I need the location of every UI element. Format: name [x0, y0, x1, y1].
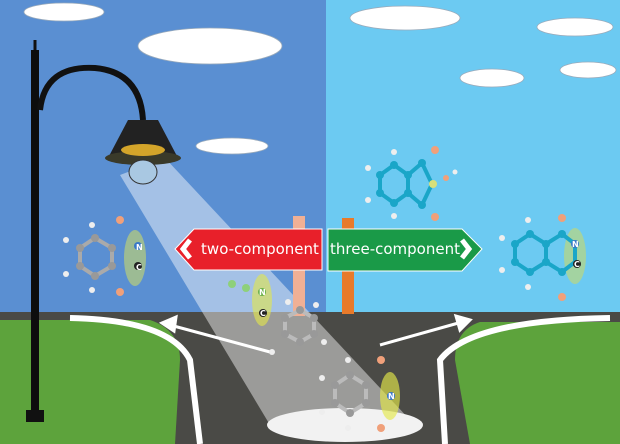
- light-spot: [267, 408, 423, 442]
- sign-three-component: three-component: [327, 228, 483, 272]
- molecule-left: N C: [63, 216, 146, 296]
- atom-label-n-right: N: [572, 240, 579, 249]
- atom-label-c-middle: C: [260, 309, 266, 318]
- atom-label-n: N: [136, 243, 143, 252]
- street-lamp: [26, 40, 181, 422]
- atom-label-c-right: C: [574, 260, 580, 269]
- atom-label-n-bottom: N: [388, 392, 395, 401]
- molecule-bottom: N: [319, 356, 400, 432]
- atom-label-n-middle: N: [259, 288, 266, 297]
- molecule-isocyanide: N C: [228, 274, 327, 355]
- road-markings: [69, 315, 611, 444]
- grass-left: [0, 320, 180, 444]
- sign-two-component: two-component: [174, 228, 323, 271]
- molecule-right: N C: [499, 214, 586, 301]
- grass-right: [455, 322, 620, 444]
- atom-label-c: C: [136, 263, 142, 272]
- sign-label-two-component: two-component: [201, 240, 319, 258]
- sign-label-three-component: three-component: [330, 240, 460, 258]
- molecule-top-right: [365, 146, 458, 221]
- clouds: [23, 2, 617, 155]
- arrows: [158, 313, 473, 354]
